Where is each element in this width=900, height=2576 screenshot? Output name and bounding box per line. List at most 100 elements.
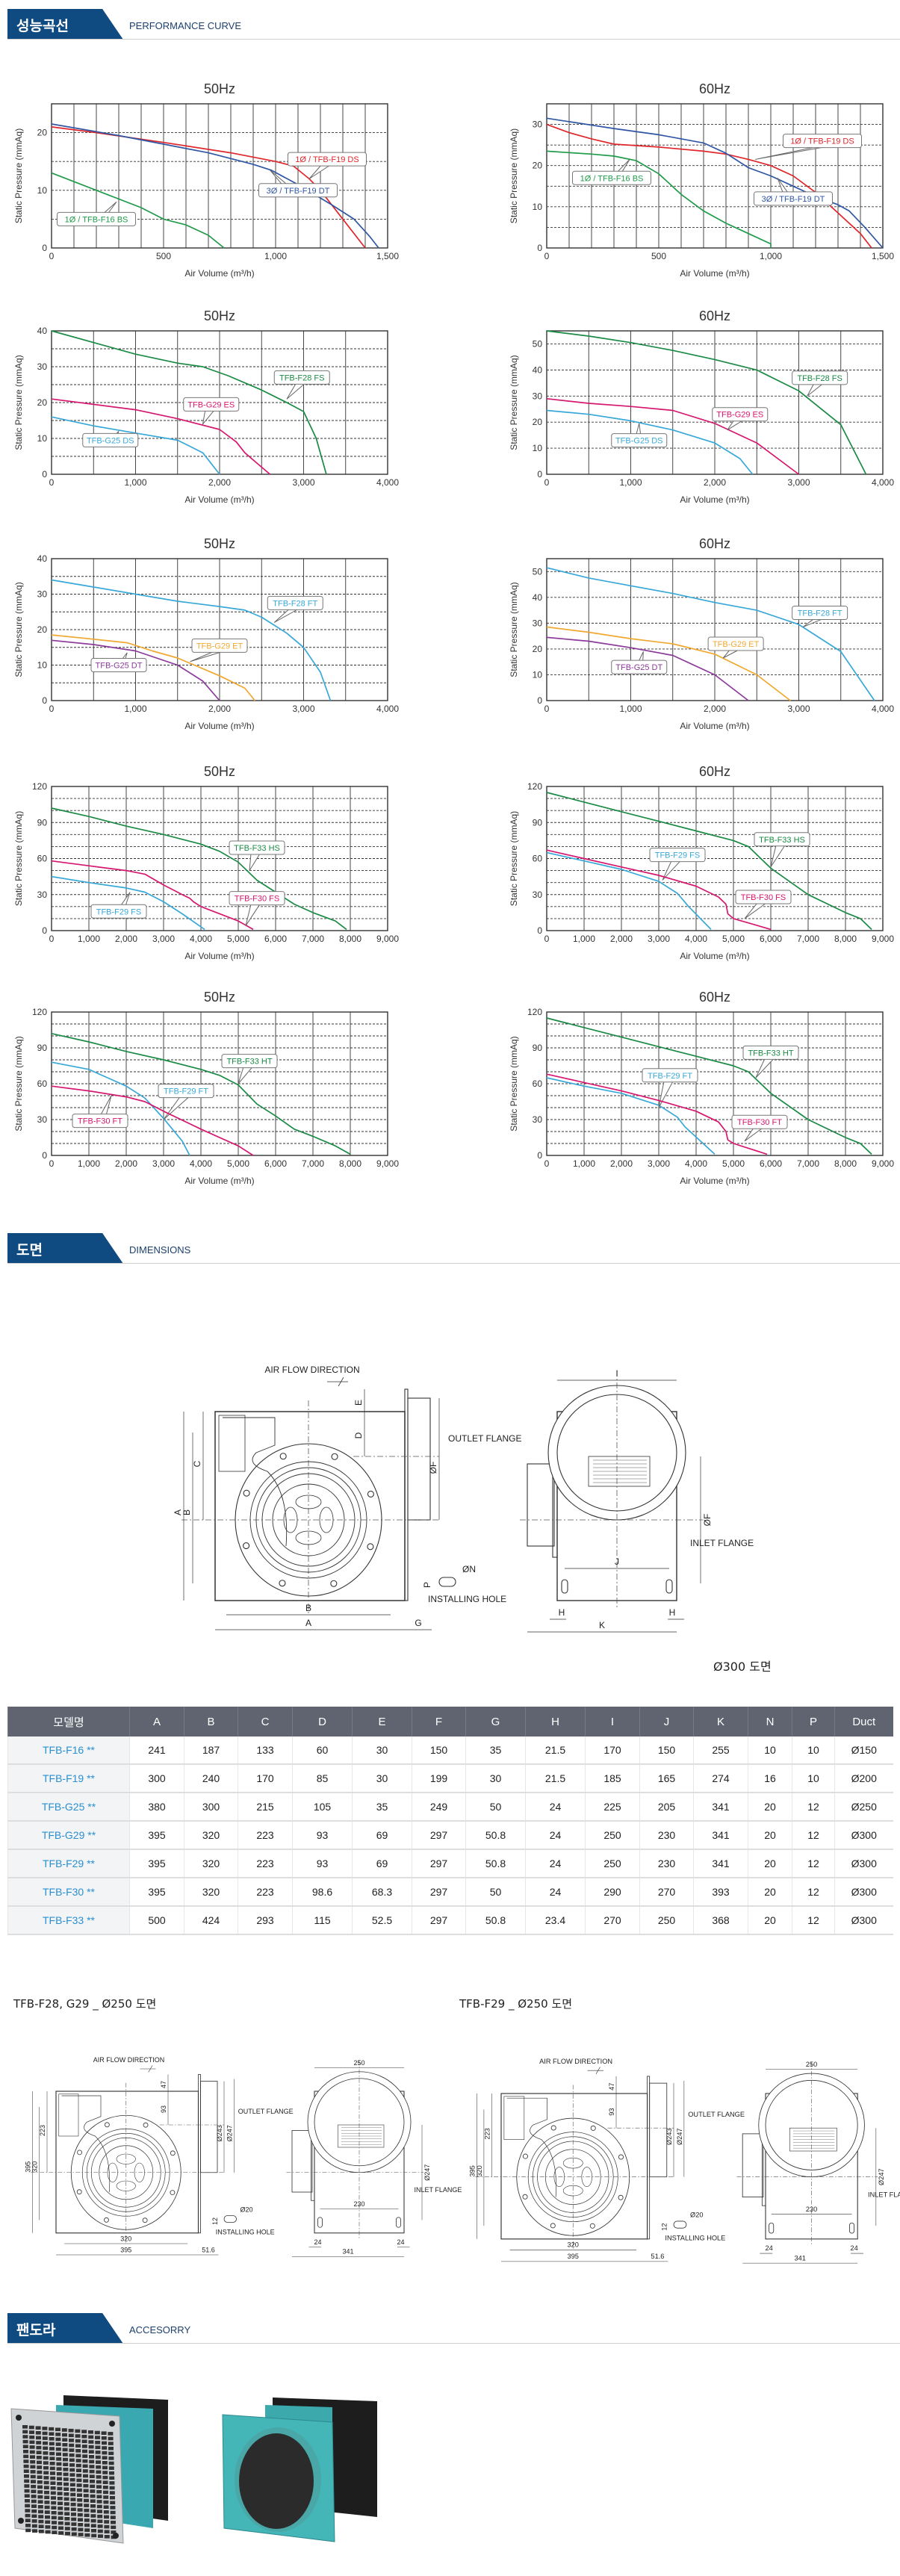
grille-cell bbox=[96, 2495, 102, 2499]
grille-cell bbox=[37, 2480, 43, 2484]
dimension-label: D bbox=[353, 1432, 364, 1438]
series-label-box bbox=[57, 211, 136, 226]
value-cell: 297 bbox=[412, 1906, 466, 1935]
label-pointer bbox=[190, 651, 223, 662]
y-tick-label: 120 bbox=[32, 781, 47, 792]
grille-cell bbox=[110, 2506, 116, 2510]
grille-cell bbox=[90, 2518, 96, 2523]
grille-cell bbox=[52, 2521, 57, 2524]
x-tick-label: 5,000 bbox=[722, 1158, 745, 1169]
x-tick-label: 500 bbox=[156, 251, 171, 261]
x-tick-label: 1,000 bbox=[619, 704, 642, 714]
x-axis-label: Air Volume (m³/h) bbox=[680, 951, 749, 961]
section-tab bbox=[7, 1233, 123, 1264]
grille-cell bbox=[43, 2461, 49, 2465]
series-label-box bbox=[742, 1045, 799, 1060]
value-cell: 380 bbox=[129, 1793, 184, 1822]
y-tick-label: 90 bbox=[37, 1043, 48, 1053]
column-header: D bbox=[292, 1707, 353, 1737]
grille-cell bbox=[68, 2428, 74, 2433]
value-cell: 93 bbox=[292, 1821, 353, 1850]
dimension-label: 24 bbox=[850, 2244, 857, 2252]
series-label-box bbox=[267, 595, 323, 610]
bolt-icon bbox=[618, 2154, 624, 2160]
grille-cell bbox=[89, 2474, 95, 2478]
section-header-accessory: 팬도라 ACCESORRY bbox=[0, 2313, 900, 2344]
x-tick-label: 9,000 bbox=[376, 1158, 399, 1169]
plot-frame bbox=[546, 558, 884, 701]
series-line-1-tfb-f16-bs bbox=[546, 150, 772, 248]
dimension-label: ØF bbox=[428, 1462, 438, 1474]
y-tick-label: 60 bbox=[37, 1078, 48, 1089]
value-cell: 297 bbox=[412, 1821, 466, 1850]
value-cell: 50 bbox=[465, 1878, 526, 1907]
hub-window bbox=[562, 2185, 583, 2197]
grille-cell bbox=[63, 2502, 69, 2506]
bolt-icon bbox=[522, 2194, 528, 2200]
x-tick-label: 6,000 bbox=[264, 934, 287, 944]
dimension-label: INSTALLING HOLE bbox=[665, 2234, 725, 2241]
grille-cell bbox=[82, 2469, 88, 2473]
label-pointer bbox=[807, 383, 823, 397]
model-cell: TFB-F33 ** bbox=[7, 1906, 130, 1935]
grille-cell bbox=[104, 2520, 110, 2524]
grille-cell bbox=[108, 2442, 114, 2445]
grille-cell bbox=[24, 2494, 30, 2498]
bolt-icon bbox=[367, 1490, 374, 1498]
model-cell: TFB-G25 ** bbox=[7, 1793, 130, 1822]
grille-cell bbox=[58, 2521, 63, 2525]
series-label-box bbox=[258, 183, 338, 198]
value-cell: 225 bbox=[585, 1793, 640, 1822]
grille-cell bbox=[25, 2509, 31, 2513]
value-cell: 368 bbox=[693, 1906, 748, 1935]
section-title-en: DIMENSIONS bbox=[129, 1244, 191, 1256]
scroll-outline bbox=[516, 2117, 630, 2236]
value-cell: 50.8 bbox=[465, 1821, 526, 1850]
series-line-1-tfb-f16-bs bbox=[51, 172, 225, 249]
column-header: F bbox=[412, 1707, 466, 1737]
value-cell: 185 bbox=[585, 1764, 640, 1793]
grille-cell bbox=[64, 2521, 70, 2526]
impeller-ring bbox=[537, 2141, 609, 2213]
x-tick-label: 4,000 bbox=[190, 1158, 212, 1169]
column-header: K bbox=[693, 1707, 748, 1737]
grille-cell bbox=[90, 2524, 96, 2527]
grille-cell bbox=[75, 2434, 81, 2438]
value-cell: 12 bbox=[792, 1906, 835, 1935]
grille-cell bbox=[95, 2440, 101, 2445]
dimension-label: B bbox=[181, 1509, 192, 1515]
value-cell: 16 bbox=[748, 1764, 792, 1793]
grille-cell bbox=[88, 2430, 93, 2434]
series-label-box bbox=[229, 891, 285, 906]
value-cell: 20 bbox=[748, 1849, 792, 1878]
dimension-label: 51.6 bbox=[651, 2253, 664, 2260]
y-tick-label: 60 bbox=[533, 1078, 543, 1089]
grille-cell bbox=[29, 2445, 35, 2449]
bolt-icon bbox=[170, 2150, 176, 2156]
grille-cell bbox=[97, 2510, 102, 2513]
series-label-box bbox=[90, 904, 147, 919]
y-tick-label: 120 bbox=[32, 1007, 47, 1017]
grille-cell bbox=[31, 2524, 37, 2528]
grille-cell bbox=[43, 2446, 49, 2451]
dimension-label: OUTLET FLANGE bbox=[448, 1433, 521, 1444]
grille-cell bbox=[38, 2530, 44, 2533]
series-label-box bbox=[754, 832, 810, 847]
series-line-tfb-f29-ft bbox=[546, 1077, 716, 1155]
value-cell: 24 bbox=[525, 1878, 586, 1907]
grille-cell bbox=[43, 2486, 49, 2489]
column-header: I bbox=[585, 1707, 640, 1737]
chart-title: 50Hz bbox=[204, 81, 235, 96]
y-tick-label: 30 bbox=[533, 890, 543, 900]
series-line-tfb-f33-ht bbox=[51, 1032, 351, 1155]
grille-cell bbox=[94, 2430, 100, 2435]
dimension-label: 250 bbox=[806, 2061, 817, 2068]
grille-cell bbox=[88, 2445, 94, 2449]
dimension-label: 223 bbox=[39, 2125, 46, 2136]
value-cell: 297 bbox=[412, 1878, 466, 1907]
series-label-box bbox=[712, 407, 769, 422]
plot-frame bbox=[51, 103, 388, 249]
bolt-icon bbox=[104, 2217, 109, 2223]
impeller-ring bbox=[81, 2128, 170, 2217]
